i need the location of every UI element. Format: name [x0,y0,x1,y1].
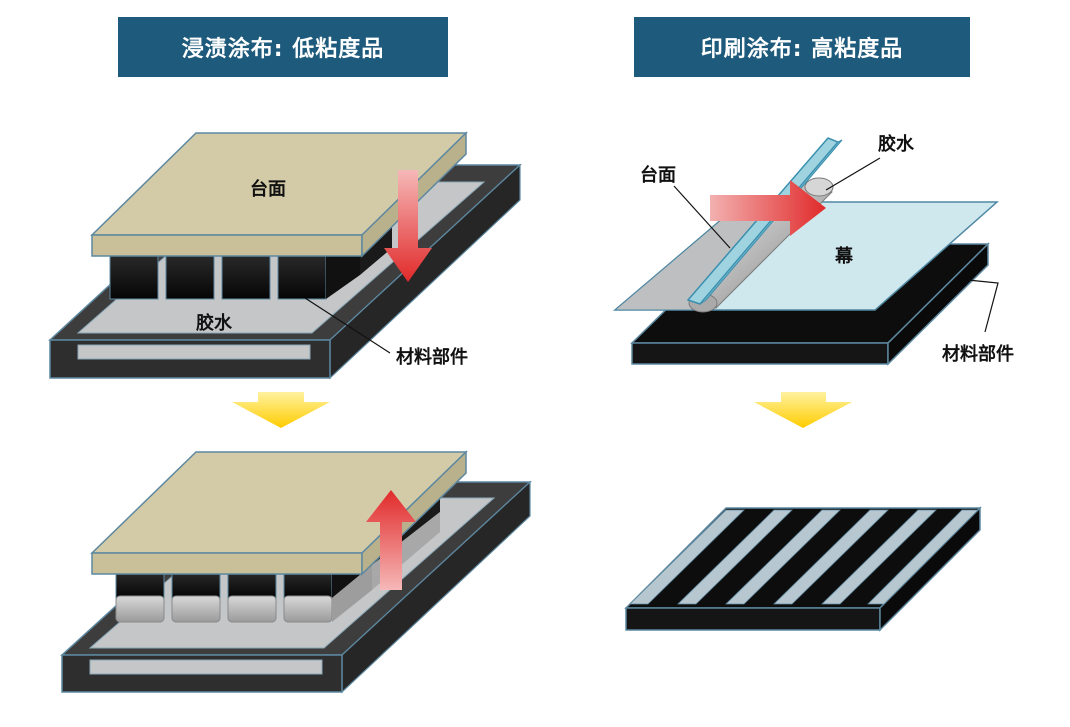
parts-leader-line [304,297,391,354]
lift-arrow [366,490,416,590]
print-parts-label: 材料部件 [942,343,1014,365]
glue-stripes [629,509,979,605]
step-arrow-dip [232,392,330,428]
screen-label: 幕 [834,246,854,267]
parts-label: 材料部件 [396,346,468,368]
print-stage-leader [673,185,731,249]
material-parts [109,200,392,300]
print-stage-label: 台面 [640,164,676,186]
print-parts-leader [967,279,999,333]
lower-arrow [384,170,432,282]
glue-label: 胶水 [196,312,233,334]
dip-step2-group [60,450,532,694]
stage-plate [90,131,468,258]
dip-step1-group: 台面 胶水 材料部件 [48,131,522,380]
print-glue-leader [825,157,881,191]
print-glue-label: 胶水 [878,133,915,155]
stage-label: 台面 [250,178,286,200]
print-direction-arrow [710,180,826,236]
dip-coating-title: 浸渍涂布: 低粘度品 [118,17,448,77]
step-arrow-print [754,392,852,428]
print-step1-group: 台面 胶水 幕 材料部件 [612,133,1014,366]
print-result-group [624,506,982,632]
print-coating-title: 印刷涂布: 高粘度品 [634,17,970,77]
